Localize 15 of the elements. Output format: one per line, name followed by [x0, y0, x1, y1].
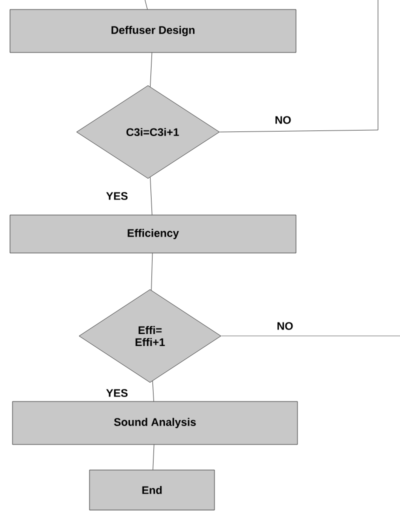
connector-line: [150, 177, 152, 215]
process-box: Deffuser Design: [10, 9, 296, 53]
connector-line: [150, 52, 152, 87]
edge-label: NO: [276, 321, 294, 331]
connector-line: [220, 0, 378, 132]
connector-line: [144, 0, 148, 10]
edge-label: NO: [274, 115, 292, 125]
process-box: Efficiency: [10, 214, 296, 254]
connector-line: [152, 380, 154, 402]
process-box: Sound Analysis: [12, 401, 298, 445]
connector-line: [152, 444, 154, 470]
edge-label: YES: [105, 388, 129, 398]
connector-line: [151, 253, 153, 290]
edge-label: YES: [105, 191, 129, 201]
process-box: End: [89, 470, 215, 510]
